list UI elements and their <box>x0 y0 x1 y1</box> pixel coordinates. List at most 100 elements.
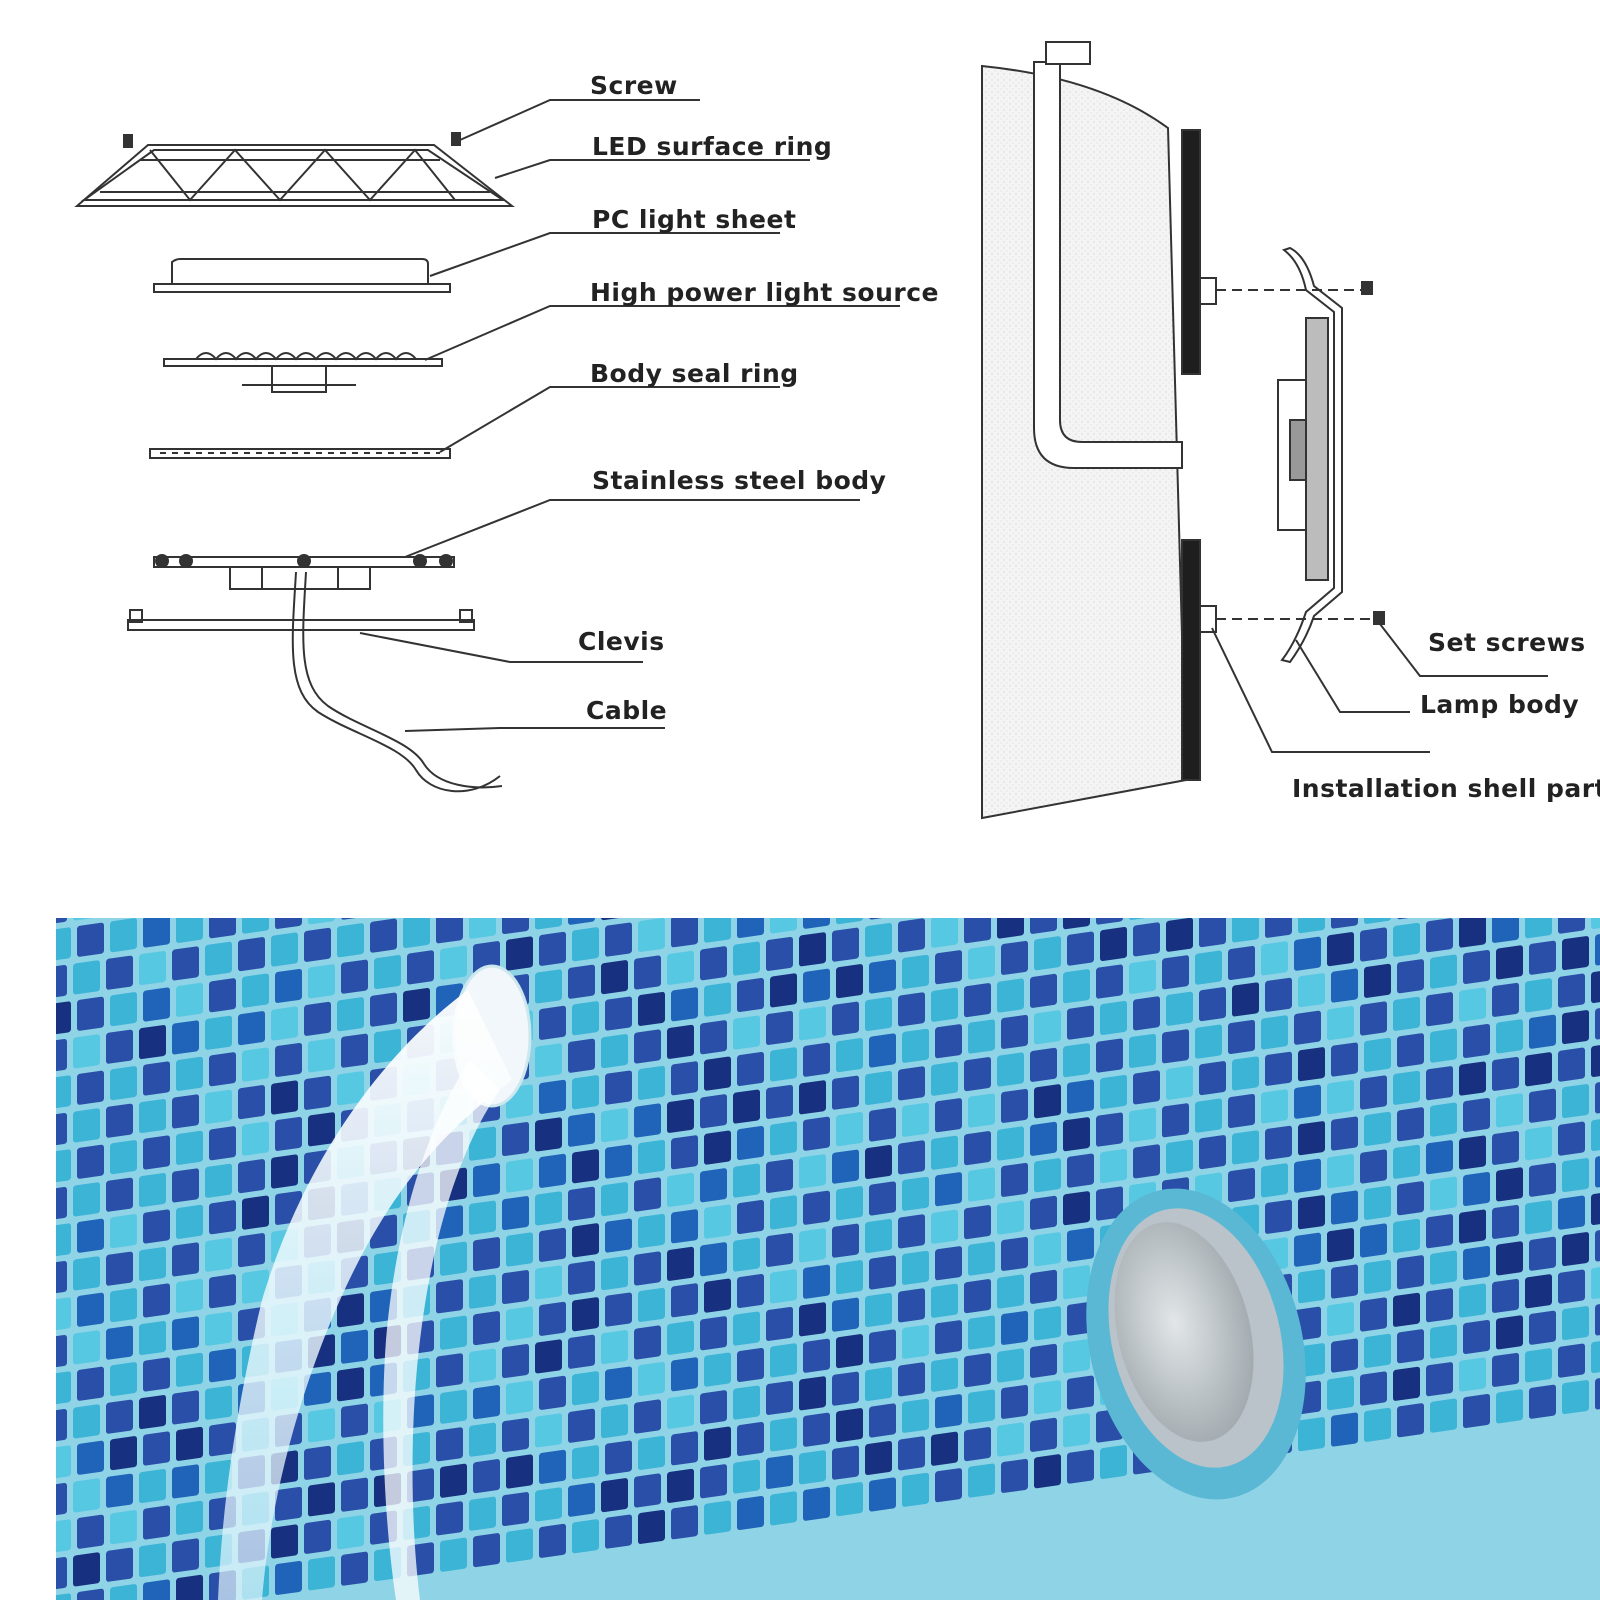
mosaic-tile <box>1166 843 1193 878</box>
mosaic-tile <box>238 1233 265 1268</box>
mosaic-tile <box>700 798 727 833</box>
mosaic-tile <box>605 1366 632 1401</box>
mosaic-tile <box>1228 798 1255 833</box>
mosaic-tile <box>1529 1236 1556 1271</box>
mosaic-tile <box>308 1556 335 1591</box>
mosaic-tile <box>1430 1398 1457 1433</box>
mosaic-tile <box>506 862 533 897</box>
mosaic-tile <box>1529 1384 1556 1419</box>
mosaic-tile <box>1364 1111 1391 1146</box>
mosaic-tile <box>56 1408 67 1443</box>
mosaic-tile <box>56 1038 67 1073</box>
mosaic-tile <box>1232 1056 1259 1091</box>
mosaic-tile <box>836 918 863 925</box>
mosaic-tile <box>1294 714 1321 749</box>
mosaic-tile <box>601 1404 628 1439</box>
mosaic-tile <box>1529 1088 1556 1123</box>
mosaic-tile <box>403 840 430 875</box>
mosaic-tile <box>634 1029 661 1064</box>
mosaic-tile <box>1327 932 1354 967</box>
mosaic-tile <box>671 839 698 874</box>
mosaic-tile <box>1360 1001 1387 1036</box>
mosaic-tile <box>704 918 731 943</box>
mosaic-tile <box>836 1186 863 1221</box>
mosaic-tile <box>143 1283 170 1318</box>
mosaic-tile <box>737 918 764 939</box>
mosaic-tile <box>1525 1052 1552 1087</box>
mosaic-tile <box>1294 1158 1321 1193</box>
mosaic-tile <box>77 1366 104 1401</box>
mosaic-tile <box>469 1422 496 1457</box>
mosaic-tile <box>1459 1061 1486 1096</box>
mosaic-tile <box>1393 1070 1420 1105</box>
conduit-cap <box>1045 41 1091 65</box>
mosaic-tile <box>1298 1417 1325 1452</box>
mosaic-tile <box>1426 696 1453 731</box>
mosaic-tile <box>1001 1236 1028 1271</box>
mosaic-tile <box>1562 714 1589 749</box>
mosaic-tile <box>836 1408 863 1443</box>
mosaic-tile <box>209 1200 236 1235</box>
mosaic-tile <box>205 1237 232 1272</box>
mosaic-tile <box>337 1293 364 1328</box>
mosaic-tile <box>1430 1324 1457 1359</box>
mosaic-tile <box>1133 774 1160 809</box>
mosaic-tile <box>898 1288 925 1323</box>
mosaic-tile <box>308 1038 335 1073</box>
mosaic-tile <box>836 816 863 851</box>
mosaic-tile <box>1162 807 1189 842</box>
mosaic-tile <box>238 937 265 972</box>
label-cable: Cable <box>586 696 668 725</box>
mosaic-tile <box>770 1343 797 1378</box>
mosaic-tile <box>1034 1084 1061 1119</box>
mosaic-tile <box>139 1469 166 1504</box>
mosaic-tile <box>1166 1139 1193 1174</box>
mosaic-tile <box>935 1394 962 1429</box>
mosaic-tile <box>1492 1056 1519 1091</box>
mosaic-tile <box>770 1121 797 1156</box>
mosaic-tile <box>733 1311 760 1346</box>
mosaic-tile <box>1529 1014 1556 1049</box>
mosaic-tile <box>997 1348 1024 1383</box>
mosaic-tile <box>770 1491 797 1526</box>
mosaic-tile <box>242 1047 269 1082</box>
mosaic-tile <box>605 1218 632 1253</box>
mosaic-tile <box>1430 732 1457 767</box>
mosaic-tile <box>1096 964 1123 999</box>
mosaic-tile <box>700 946 727 981</box>
mosaic-tile <box>572 1519 599 1554</box>
mosaic-tile <box>539 1153 566 1188</box>
mosaic-tile <box>77 1144 104 1179</box>
mosaic-tile <box>1393 848 1420 883</box>
mosaic-tile <box>506 1306 533 1341</box>
mosaic-tile <box>1331 1264 1358 1299</box>
mosaic-tile <box>106 1325 133 1360</box>
mosaic-tile <box>1426 1140 1453 1175</box>
mosaic-tile <box>1030 1195 1057 1230</box>
mosaic-tile <box>1463 949 1490 984</box>
mosaic-tile <box>766 863 793 898</box>
mosaic-tile <box>799 784 826 819</box>
installation-shell-lower <box>1181 539 1201 781</box>
mosaic-tile <box>176 1130 203 1165</box>
mosaic-tile <box>799 932 826 967</box>
mosaic-tile <box>337 1515 364 1550</box>
mosaic-tile <box>341 1551 368 1586</box>
mosaic-tile <box>568 1260 595 1295</box>
mosaic-tile <box>997 1052 1024 1087</box>
mosaic-tile <box>1426 1362 1453 1397</box>
mosaic-tile <box>1529 866 1556 901</box>
mosaic-tile <box>304 1075 331 1110</box>
mosaic-tile <box>1294 1232 1321 1267</box>
mosaic-tile <box>671 1431 698 1466</box>
mosaic-tile <box>1496 1241 1523 1276</box>
mosaic-tile <box>502 1418 529 1453</box>
mosaic-tile <box>1261 1163 1288 1198</box>
mosaic-tile <box>1030 973 1057 1008</box>
mosaic-tile <box>56 1445 71 1480</box>
mosaic-tile <box>1595 1375 1600 1410</box>
mosaic-tile <box>1034 1232 1061 1267</box>
mosaic-tile <box>506 1158 533 1193</box>
mosaic-tile <box>539 1079 566 1114</box>
mosaic-tile <box>1100 853 1127 888</box>
